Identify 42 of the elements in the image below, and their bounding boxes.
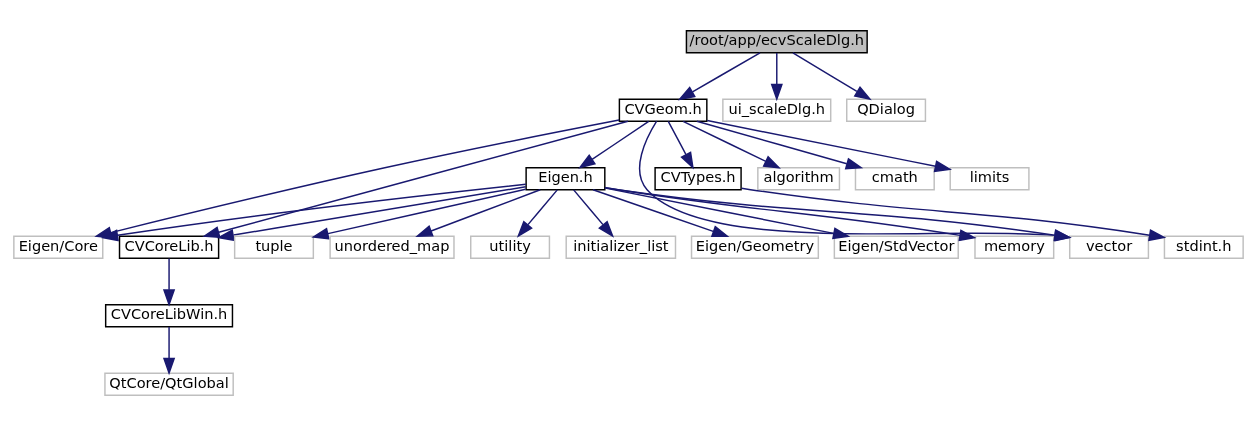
- node-box: CVCoreLib.h: [118, 235, 220, 259]
- node-box: Eigen.h: [525, 166, 606, 190]
- arrow: [202, 120, 629, 238]
- arrow: [682, 120, 781, 169]
- node-box: Eigen/Geometry: [690, 235, 820, 259]
- node-box: QDialog: [846, 98, 927, 122]
- node-box: vector: [1069, 235, 1150, 259]
- arrow: [792, 51, 872, 100]
- arrow: [578, 120, 650, 169]
- node-box: Eigen/Core: [13, 235, 104, 259]
- arrow: [592, 188, 730, 237]
- node-box: stdint.h: [1163, 235, 1244, 259]
- arrow: [311, 187, 527, 240]
- arrow: [677, 51, 761, 100]
- node-box: /root/app/ecvScaleDlg.h: [685, 29, 868, 53]
- node-box: memory: [974, 235, 1055, 259]
- node-box: initializer_list: [565, 235, 677, 259]
- arrow: [667, 120, 694, 169]
- arrow: [572, 188, 615, 238]
- node-box: utility: [470, 235, 551, 259]
- arrow: [706, 119, 953, 172]
- node-box: CVGeom.h: [618, 98, 708, 122]
- arrow: [604, 186, 977, 241]
- node-box: CVTypes.h: [654, 166, 742, 190]
- arrow: [162, 325, 176, 375]
- node-box: CVCoreLibWin.h: [104, 303, 234, 327]
- arrow: [696, 120, 864, 169]
- arrow: [770, 51, 783, 101]
- node-box: limits: [949, 166, 1030, 190]
- node-box: QtCore/QtGlobal: [104, 372, 234, 396]
- arrow: [415, 188, 541, 237]
- arrow: [162, 257, 176, 307]
- node-box: algorithm: [757, 166, 841, 190]
- arrow: [216, 185, 527, 241]
- node-box: ui_scaleDlg.h: [722, 98, 832, 122]
- arrow: [516, 188, 558, 238]
- arrow: [100, 183, 527, 241]
- node-box: cmath: [854, 166, 935, 190]
- arrow: [604, 186, 851, 239]
- node-box: Eigen/StdVector: [833, 235, 959, 259]
- node-box: unordered_map: [329, 235, 455, 259]
- node-box: tuple: [233, 235, 315, 259]
